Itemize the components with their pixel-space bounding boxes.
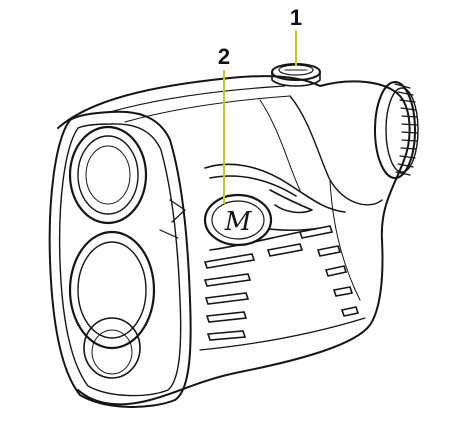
callout-1-label: 1 [290,5,302,30]
upper-lens [68,125,148,225]
device-body [57,75,411,406]
eyepiece-ring [374,81,419,179]
callout-2-label: 2 [218,44,230,69]
lower-lens [68,230,156,379]
mode-button[interactable]: M [203,193,273,247]
front-face [48,110,192,408]
grip-slots [203,225,360,341]
logo-monogram: M [224,207,253,237]
